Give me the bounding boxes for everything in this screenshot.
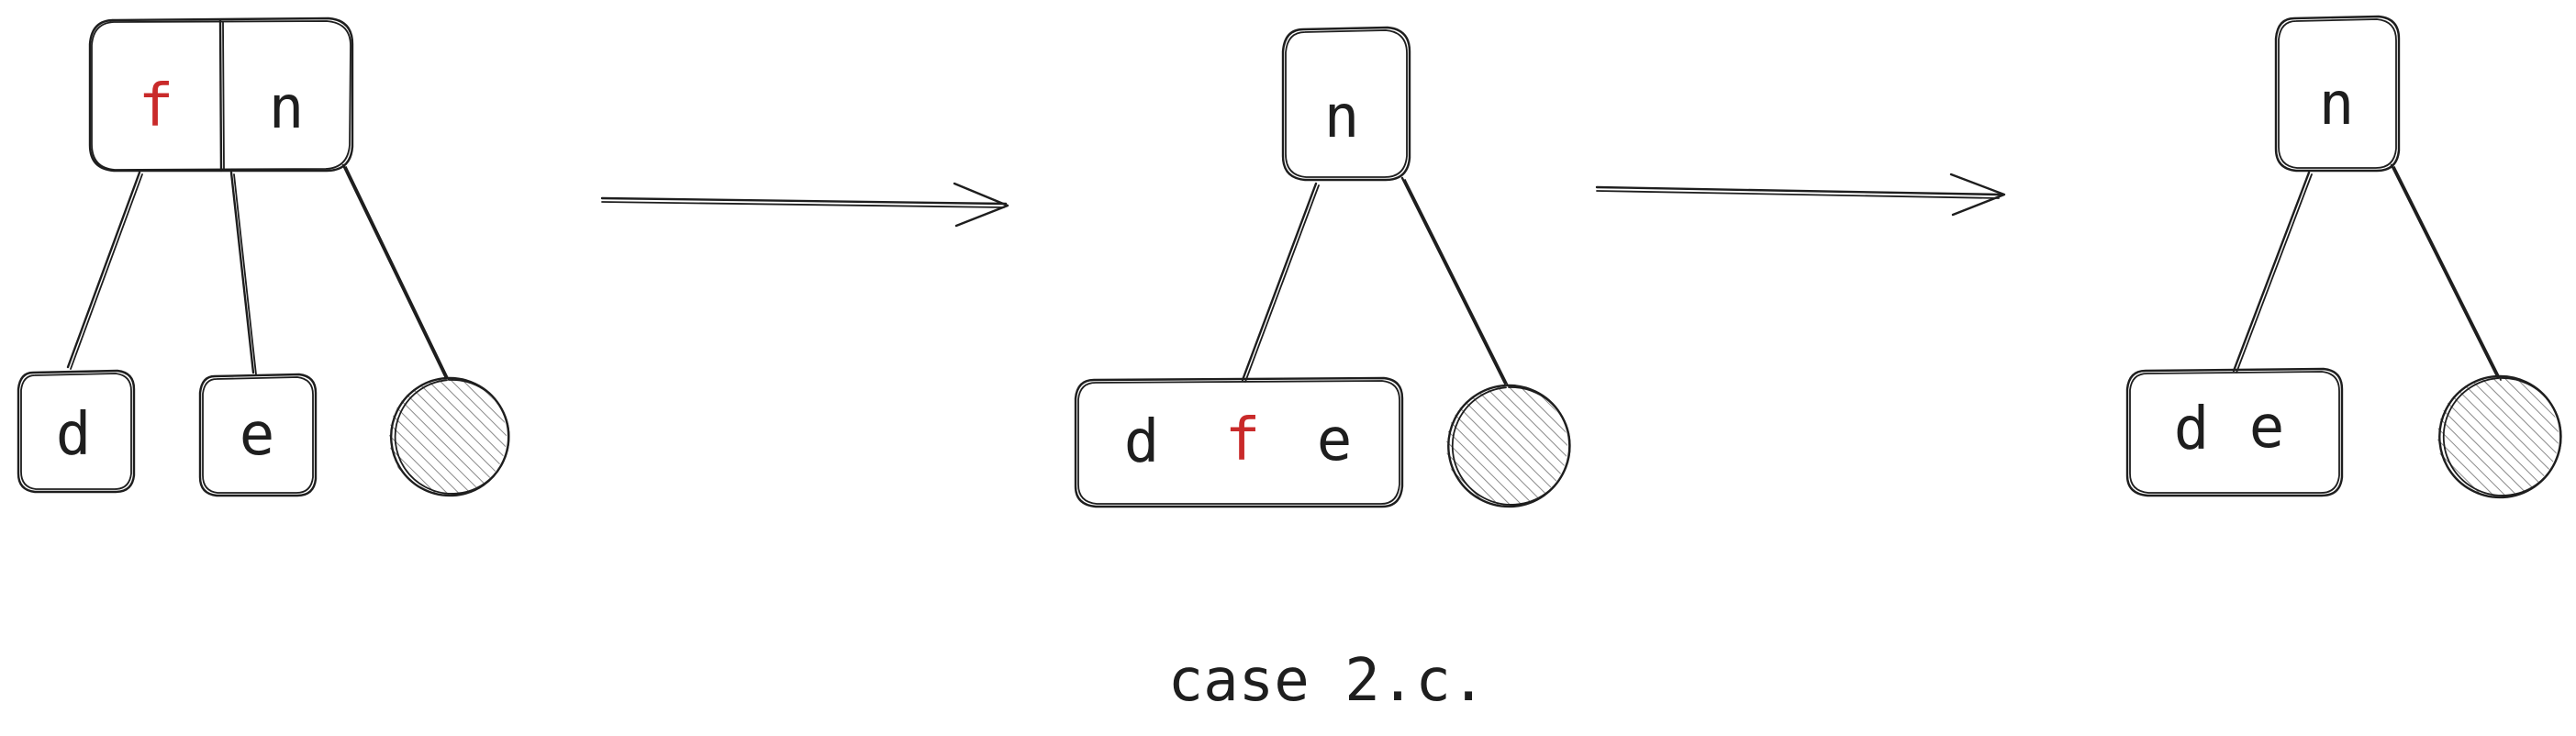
arrow-1: [600, 182, 1009, 228]
stage-2-empty-child: [1446, 384, 1571, 508]
stage-2-parent-node: n: [1281, 26, 1411, 182]
stage-2-key-n: n: [1324, 84, 1360, 151]
stage-2: n d f e: [1074, 26, 1571, 508]
stage-1-edge-e: [229, 171, 255, 374]
stage-2-merged-node: d f e: [1074, 376, 1404, 508]
stage-1-child-e: e: [198, 373, 318, 497]
stage-2-edge-merged: [1241, 182, 1318, 382]
stage-3-merged-key-d: d: [2174, 396, 2210, 463]
stage-3-edge-empty: [2390, 163, 2500, 380]
stage-1-edge-empty: [341, 163, 448, 380]
stage-3-edge-merged: [2232, 171, 2311, 373]
stage-1-child-e-label: e: [240, 401, 275, 469]
stage-3-key-n: n: [2319, 71, 2355, 139]
stage-2-merged-key-f: f: [1225, 407, 1261, 474]
stage-1-parent-node: f n: [88, 17, 354, 173]
stage-1-child-d-label: d: [56, 401, 92, 469]
stage-3-merged-node: d e: [2125, 367, 2344, 497]
stage-1-key-f: f: [139, 72, 174, 140]
diagram-caption: case 2.c.: [1168, 647, 1487, 715]
stage-2-edge-empty: [1400, 176, 1507, 385]
stage-1: f n d e: [17, 17, 510, 497]
stage-3-parent-node: n: [2274, 15, 2401, 173]
stage-1-edge-d: [66, 171, 141, 369]
stage-3-empty-child: [2437, 374, 2562, 499]
stage-2-merged-key-e: e: [1317, 407, 1353, 474]
arrow-2: [1595, 173, 2006, 217]
stage-3: n d e: [2125, 15, 2562, 499]
stage-1-empty-child: [389, 376, 510, 497]
stage-1-child-d: d: [17, 369, 136, 494]
stage-3-merged-key-e: e: [2249, 394, 2285, 462]
stage-2-merged-key-d: d: [1124, 408, 1160, 476]
stage-1-key-n: n: [269, 74, 305, 142]
